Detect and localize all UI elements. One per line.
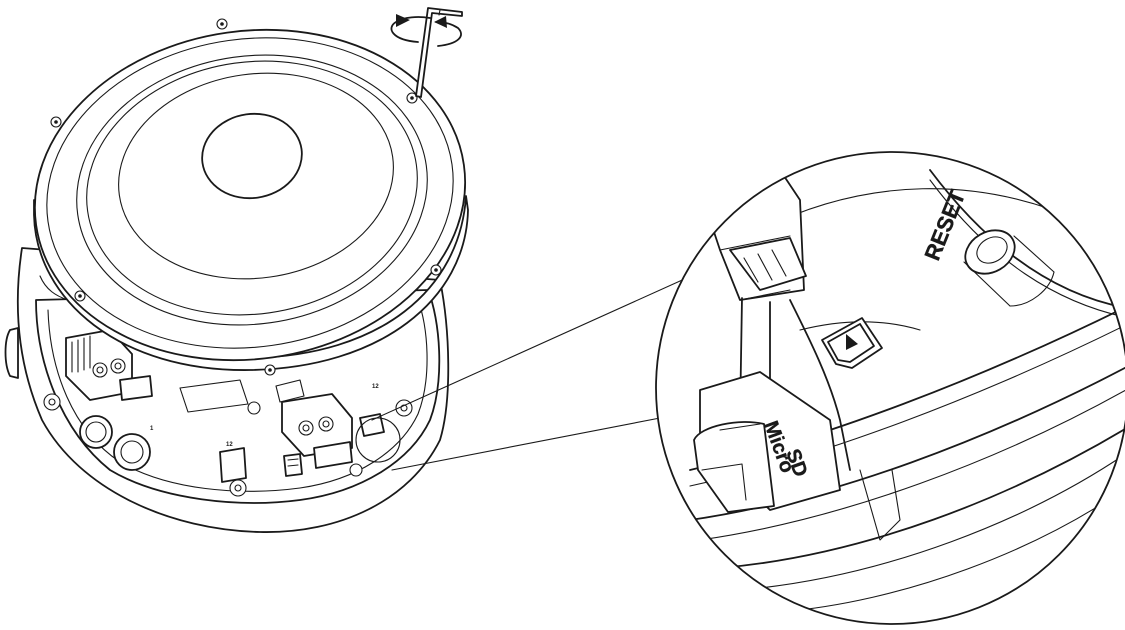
cable-glands bbox=[79, 415, 151, 471]
reset-button-illustration bbox=[963, 229, 1055, 307]
right-connector-block bbox=[275, 379, 385, 469]
cover-screws bbox=[50, 18, 442, 376]
rotate-arrows-icon bbox=[390, 14, 462, 47]
port-label-a: 1 bbox=[150, 426, 154, 432]
port-label-c: 12 bbox=[372, 384, 379, 390]
hex-key-icon bbox=[415, 7, 463, 98]
port-label-b: 12 bbox=[226, 442, 233, 448]
dome-cover bbox=[33, 18, 469, 376]
left-connector-block bbox=[65, 329, 153, 401]
detail-view: RESET Micro SD bbox=[655, 151, 1125, 625]
callout-lines bbox=[355, 271, 701, 471]
micro-sd-slot bbox=[693, 371, 901, 541]
detail-circle-outline bbox=[655, 151, 1125, 625]
sd-card-icon bbox=[821, 317, 883, 369]
